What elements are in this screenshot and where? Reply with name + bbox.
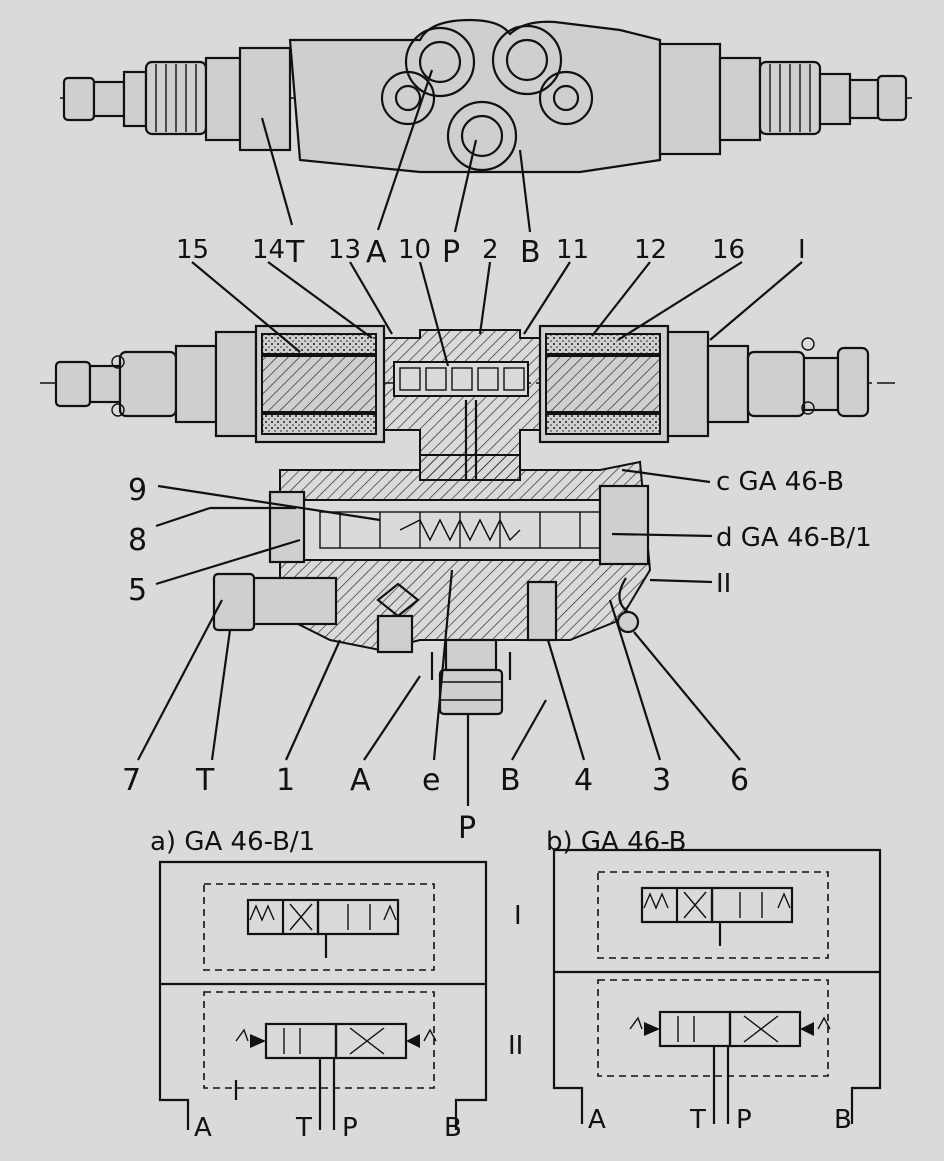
label-b-bottom: B [500, 763, 521, 798]
label-e: e [422, 763, 440, 798]
schematic-b-title: b) GA 46-B [546, 827, 687, 857]
valve-body-section [137, 454, 741, 806]
top-label-a: A [366, 235, 387, 270]
top-view [60, 18, 912, 233]
label-variant-c: c GA 46-B [716, 467, 844, 497]
label-1: 1 [276, 763, 295, 798]
schematic-a-port-p: P [342, 1113, 358, 1143]
schematic-level-2: II [508, 1031, 523, 1061]
label-variant-d: d GA 46-B/1 [716, 523, 872, 553]
label-8: 8 [128, 523, 147, 558]
label-9: 9 [128, 473, 147, 508]
label-t-bottom: T [195, 763, 215, 798]
label-11: 11 [556, 235, 589, 265]
schematic-b-port-a: A [588, 1105, 606, 1135]
label-13: 13 [328, 235, 361, 265]
label-15: 15 [176, 235, 209, 265]
label-3: 3 [652, 763, 671, 798]
label-6: 6 [730, 763, 749, 798]
schematic-b-port-t: T [689, 1105, 706, 1135]
label-a-bottom: A [350, 763, 371, 798]
schematic-b-port-p: P [736, 1105, 752, 1135]
label-14: 14 [252, 235, 285, 265]
schematic-level-1: I [514, 901, 522, 931]
label-2: 2 [482, 235, 499, 265]
label-16: 16 [712, 235, 745, 265]
schematic-a-port-b: B [444, 1113, 462, 1143]
label-7: 7 [122, 763, 141, 798]
label-5: 5 [128, 573, 147, 608]
top-label-b: B [520, 235, 541, 270]
label-4: 4 [574, 763, 593, 798]
label-12: 12 [634, 235, 667, 265]
section-view [40, 261, 900, 481]
schematic-a-title: a) GA 46-B/1 [150, 827, 315, 857]
label-p-bottom: P [458, 811, 476, 846]
schematic-a-port-t: T [295, 1113, 312, 1143]
schematic-b-port-b: B [834, 1105, 852, 1135]
schematic-a [158, 860, 488, 1130]
label-10: 10 [398, 235, 431, 265]
schematic-b [552, 848, 882, 1124]
label-roman-2: II [716, 569, 731, 599]
top-label-p: P [442, 235, 460, 270]
schematic-a-port-a: A [194, 1113, 212, 1143]
top-label-t: T [285, 235, 305, 270]
label-roman-1: I [798, 235, 806, 265]
